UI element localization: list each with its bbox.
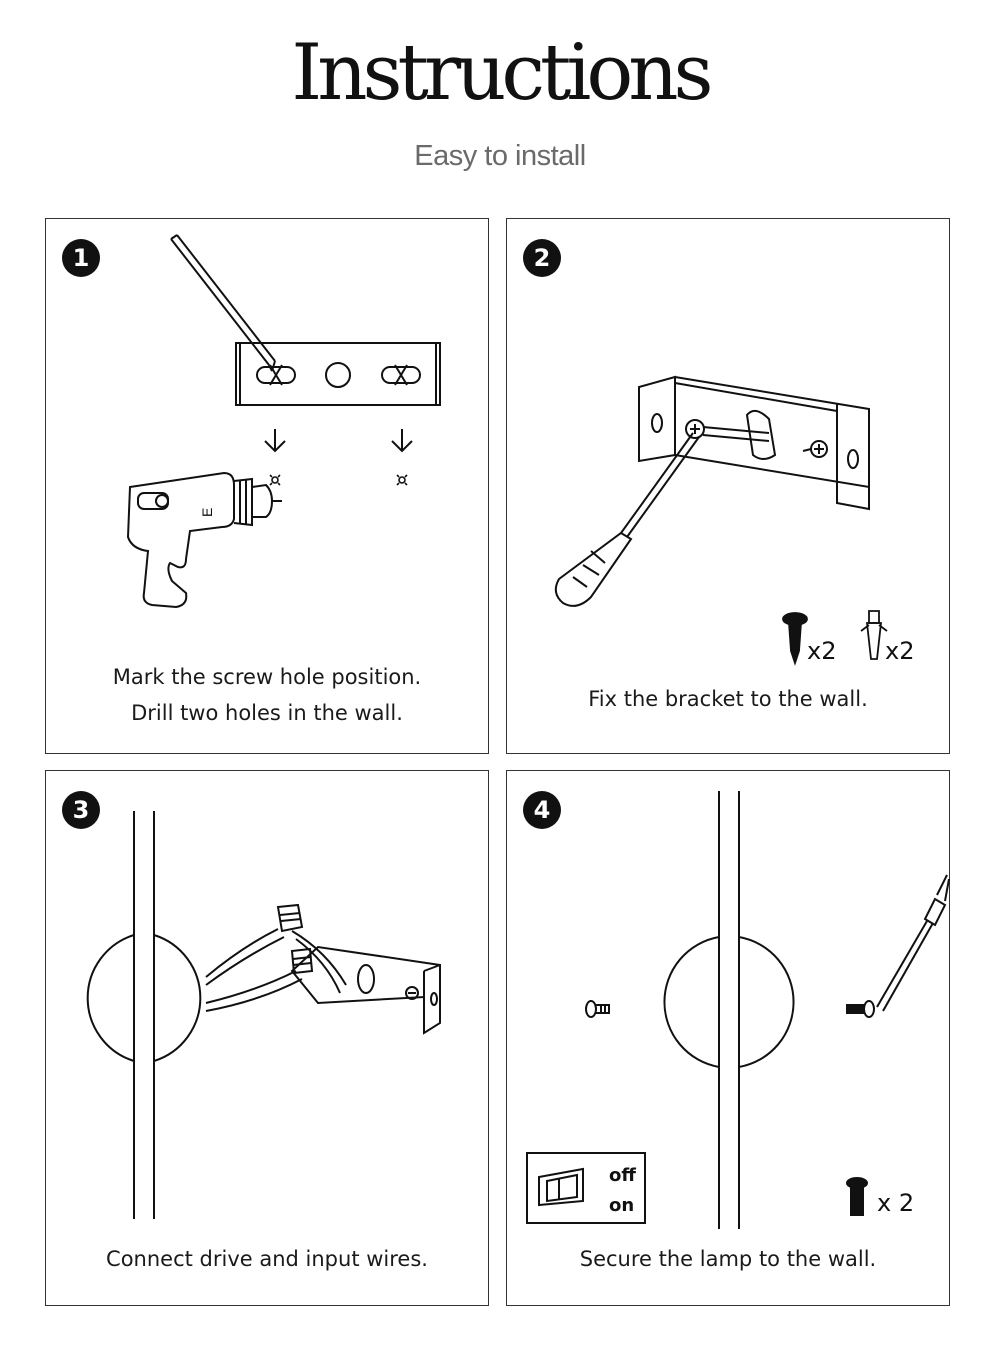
- step-1-caption-line-1: Mark the screw hole position.: [112, 665, 422, 689]
- drill-icon: E: [126, 471, 282, 609]
- step-4-illustration: off on x 2: [526, 791, 950, 1229]
- step-1-illustration: E: [126, 234, 441, 609]
- screw-quantity: x 2: [877, 1189, 914, 1217]
- hole-mark-icon: [396, 474, 408, 486]
- step-2-caption: Fix the bracket to the wall.: [588, 687, 868, 711]
- svg-text:E: E: [199, 508, 215, 517]
- step-1-caption-line-2: Drill two holes in the wall.: [131, 701, 403, 725]
- step-3-caption: Connect drive and input wires.: [106, 1247, 428, 1271]
- page-title: Instructions: [291, 28, 713, 118]
- step-3-illustration: [86, 811, 441, 1219]
- step-2-panel: 2: [506, 218, 950, 754]
- lamp-base-icon: [86, 934, 202, 1062]
- step-1-panel: 1: [45, 218, 489, 754]
- step-number-badge: 1: [62, 239, 100, 277]
- screw-icon: [585, 1000, 610, 1018]
- screw-icon: [685, 419, 705, 439]
- screwdriver-icon: [876, 874, 950, 1012]
- wire-icon: [205, 928, 347, 1012]
- step-3-panel: 3: [45, 770, 489, 1306]
- lamp-base-icon: [663, 936, 795, 1068]
- down-arrow-icon: [264, 429, 286, 453]
- page-subtitle: Easy to install: [414, 140, 586, 172]
- step-number-badge: 4: [523, 791, 561, 829]
- down-arrow-icon: [391, 429, 413, 453]
- lamp-rod-icon: [133, 811, 155, 1219]
- switch-off-label: off: [609, 1165, 636, 1186]
- anchor-quantity: x2: [885, 637, 914, 665]
- step-4-panel: 4: [506, 770, 950, 1306]
- step-number-badge: 3: [62, 791, 100, 829]
- wire-connector-icon: [276, 903, 304, 933]
- step-4-caption: Secure the lamp to the wall.: [579, 1247, 877, 1271]
- wall-switch-icon: [526, 1152, 646, 1224]
- step-number-badge: 2: [523, 239, 561, 277]
- screw-icon: [846, 1000, 875, 1018]
- switch-on-label: on: [609, 1195, 634, 1216]
- screw-icon: [782, 612, 808, 666]
- screwdriver-icon: [554, 432, 700, 607]
- screw-icon: [802, 440, 828, 458]
- hole-mark-icon: [269, 474, 281, 486]
- screw-icon: [846, 1177, 868, 1216]
- step-2-illustration: x2 x2: [554, 375, 914, 666]
- bracket-icon: [290, 945, 441, 1035]
- pencil-icon: [170, 234, 276, 372]
- lamp-rod-icon: [718, 791, 740, 1229]
- bracket-icon: [235, 342, 441, 406]
- wall-anchor-icon: [860, 610, 888, 660]
- screw-quantity: x2: [807, 637, 836, 665]
- bracket-icon: [638, 375, 870, 511]
